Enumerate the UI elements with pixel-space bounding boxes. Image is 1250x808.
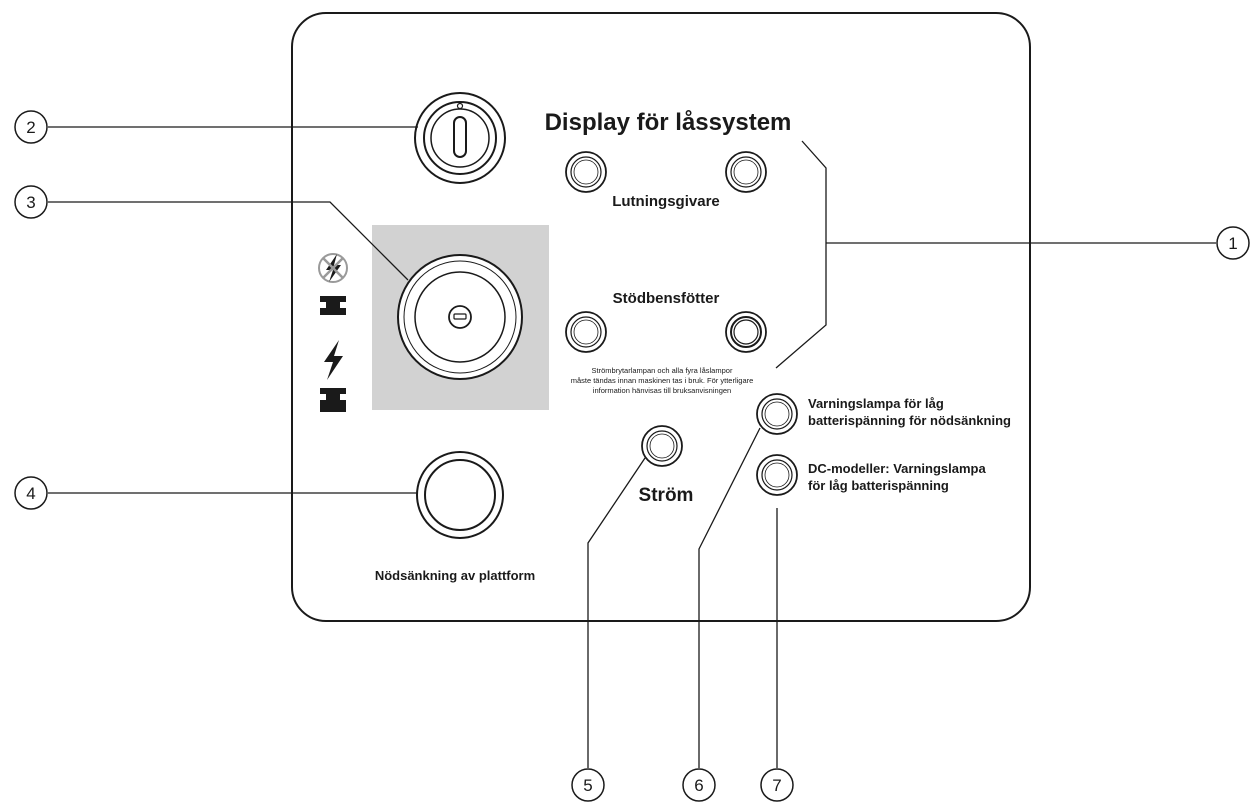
main-key-switch[interactable] <box>397 254 523 380</box>
power-lamp <box>641 425 683 467</box>
callout-3-number: 3 <box>26 193 35 212</box>
callout-2: 2 <box>14 110 48 144</box>
callout-1: 1 <box>1216 226 1250 260</box>
emergency-lowering-label: Nödsänkning av plattform <box>375 568 535 583</box>
low-battery-emergency-label-line2: batterispänning för nödsänkning <box>808 413 1011 428</box>
dc-low-battery-lamp <box>756 454 798 496</box>
tilt-sensor-lamp-right <box>725 151 767 193</box>
power-label: Ström <box>639 485 694 506</box>
callout-5-number: 5 <box>583 776 592 795</box>
platform-on-icon <box>320 388 346 412</box>
callout-3: 3 <box>14 185 48 219</box>
display-title: Display för låssystem <box>545 109 792 136</box>
leader-lines <box>48 126 1216 768</box>
callout-7: 7 <box>760 768 794 802</box>
power-off-icon <box>318 253 348 283</box>
key-selector-switch[interactable] <box>414 92 506 184</box>
callout-4-number: 4 <box>26 484 35 503</box>
callout-6: 6 <box>682 768 716 802</box>
dc-low-battery-label-line2: för låg batterispänning <box>808 478 949 493</box>
tilt-sensor-label: Lutningsgivare <box>612 193 720 210</box>
info-text-line1: Strömbrytarlampan och alla fyra låslampo… <box>592 366 733 375</box>
callout-5: 5 <box>571 768 605 802</box>
tilt-sensor-lamp-left <box>565 151 607 193</box>
callout-4: 4 <box>14 476 48 510</box>
emergency-lowering-button[interactable] <box>416 451 504 539</box>
outrigger-feet-label: Stödbensfötter <box>613 290 720 307</box>
outrigger-lamp-right <box>725 311 767 353</box>
callout-6-number: 6 <box>694 776 703 795</box>
power-on-icon <box>324 340 343 380</box>
callout-1-number: 1 <box>1228 234 1237 253</box>
callout-7-number: 7 <box>772 776 781 795</box>
callout-2-number: 2 <box>26 118 35 137</box>
outrigger-lamp-left <box>565 311 607 353</box>
platform-off-icon <box>320 296 346 315</box>
info-text-line2: måste tändas innan maskinen tas i bruk. … <box>571 376 754 385</box>
low-battery-emergency-lamp <box>756 393 798 435</box>
low-battery-emergency-label-line1: Varningslampa för låg <box>808 396 944 411</box>
dc-low-battery-label-line1: DC-modeller: Varningslampa <box>808 461 986 476</box>
info-text-line3: information hänvisas till bruksanvisning… <box>593 386 731 395</box>
